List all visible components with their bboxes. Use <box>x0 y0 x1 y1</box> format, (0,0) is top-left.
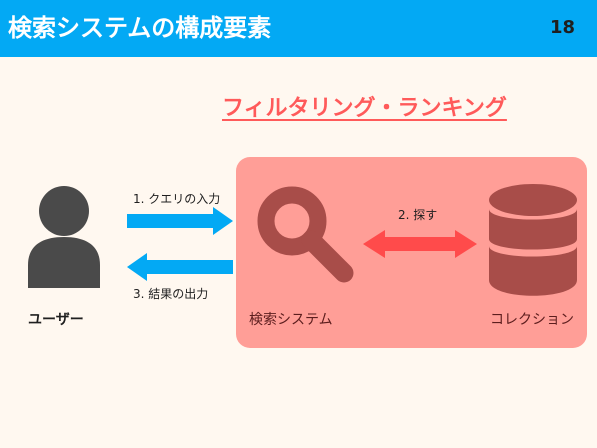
page-number: 18 <box>549 17 575 38</box>
right-arrow-icon <box>127 207 233 235</box>
collection-label: コレクション <box>490 312 574 328</box>
left-arrow-icon <box>127 253 233 281</box>
magnifier-icon <box>257 186 354 283</box>
user-label: ユーザー <box>28 312 84 328</box>
search-arrow-label: 2. 探す <box>398 208 438 222</box>
search-system-label: 検索システム <box>249 312 333 328</box>
double-arrow-icon <box>363 230 477 258</box>
slide-header: 検索システムの構成要素 18 <box>0 0 597 57</box>
user-icon <box>28 186 100 288</box>
section-headline: フィルタリング・ランキング <box>222 96 507 121</box>
database-icon <box>489 184 577 296</box>
query-arrow-label: 1. クエリの入力 <box>133 192 221 206</box>
slide-title: 検索システムの構成要素 <box>8 14 272 42</box>
results-arrow-label: 3. 結果の出力 <box>133 287 209 301</box>
